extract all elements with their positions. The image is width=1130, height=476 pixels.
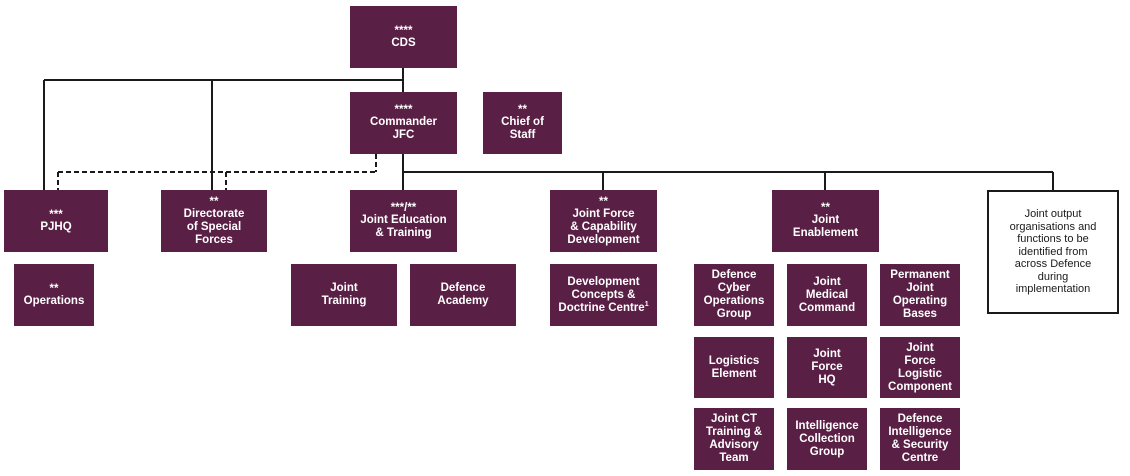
cds-box: **** CDS — [350, 6, 457, 68]
joint-education-training-box: ***/** Joint Education & Training — [350, 190, 457, 252]
joint-medical-command-box: Joint Medical Command — [787, 264, 867, 326]
defence-cyber-operations-box: Defence Cyber Operations Group — [694, 264, 774, 326]
joint-ct-training-box: Joint CT Training & Advisory Team — [694, 408, 774, 470]
commander-jfc-box: **** Commander JFC — [350, 92, 457, 154]
joint-output-note-box: Joint output organisations and functions… — [987, 190, 1119, 314]
box-label: Defence Academy — [437, 282, 489, 307]
defence-academy-box: Defence Academy — [410, 264, 516, 326]
permanent-joint-operating-bases-box: Permanent Joint Operating Bases — [880, 264, 960, 326]
defence-intelligence-security-centre-box: Defence Intelligence & Security Centre — [880, 408, 960, 470]
box-label: CDS — [391, 36, 416, 49]
box-label: Joint CT Training & Advisory Team — [705, 413, 763, 464]
box-label: Intelligence Collection Group — [795, 419, 859, 458]
joint-force-capability-box: ** Joint Force & Capability Development — [550, 190, 657, 252]
box-label: Chief of Staff — [501, 116, 544, 141]
rank-stars: **** — [394, 24, 413, 37]
note-text: Joint output organisations and functions… — [1009, 208, 1097, 296]
dcdc-label-text: Development Concepts & Doctrine Centre — [558, 275, 645, 314]
rank-stars: ** — [599, 195, 608, 208]
box-label: Joint Force & Capability Development — [567, 207, 640, 246]
intelligence-collection-group-box: Intelligence Collection Group — [787, 408, 867, 470]
box-label: Permanent Joint Operating Bases — [890, 269, 950, 320]
logistics-element-box: Logistics Element — [694, 337, 774, 398]
box-label: PJHQ — [40, 220, 72, 233]
box-label: Joint Education & Training — [360, 214, 447, 239]
dcdc-box: Development Concepts & Doctrine Centre1 — [550, 264, 657, 326]
box-label: Commander JFC — [369, 116, 438, 141]
box-label: Logistics Element — [708, 354, 760, 380]
chief-of-staff-box: ** Chief of Staff — [483, 92, 562, 154]
rank-stars: ** — [209, 195, 219, 208]
directorate-special-forces-box: ** Directorate of Special Forces — [161, 190, 267, 252]
rank-stars: ** — [821, 202, 830, 214]
rank-stars: ***/** — [390, 202, 417, 214]
box-label: Joint Force Logistic Component — [888, 341, 952, 393]
box-label: Joint Medical Command — [798, 275, 856, 314]
box-label: Defence Cyber Operations Group — [703, 269, 765, 320]
rank-stars: ** — [518, 104, 527, 116]
operations-box: ** Operations — [14, 264, 94, 326]
joint-force-hq-box: Joint Force HQ — [787, 337, 867, 398]
pjhq-box: *** PJHQ — [4, 190, 108, 252]
footnote-marker: 1 — [644, 300, 649, 308]
box-label: Development Concepts & Doctrine Centre1 — [558, 276, 648, 315]
box-label: Operations — [23, 294, 85, 307]
box-label: Joint Force HQ — [811, 348, 843, 386]
joint-training-box: Joint Training — [291, 264, 397, 326]
rank-stars: *** — [49, 208, 63, 221]
rank-stars: ** — [49, 282, 59, 295]
rank-stars: **** — [394, 104, 413, 116]
box-label: Directorate of Special Forces — [183, 207, 245, 246]
box-label: Defence Intelligence & Security Centre — [888, 413, 952, 464]
box-label: Joint Training — [321, 282, 367, 307]
joint-enablement-box: ** Joint Enablement — [772, 190, 879, 252]
box-label: Joint Enablement — [792, 214, 859, 239]
joint-force-logistic-component-box: Joint Force Logistic Component — [880, 337, 960, 398]
